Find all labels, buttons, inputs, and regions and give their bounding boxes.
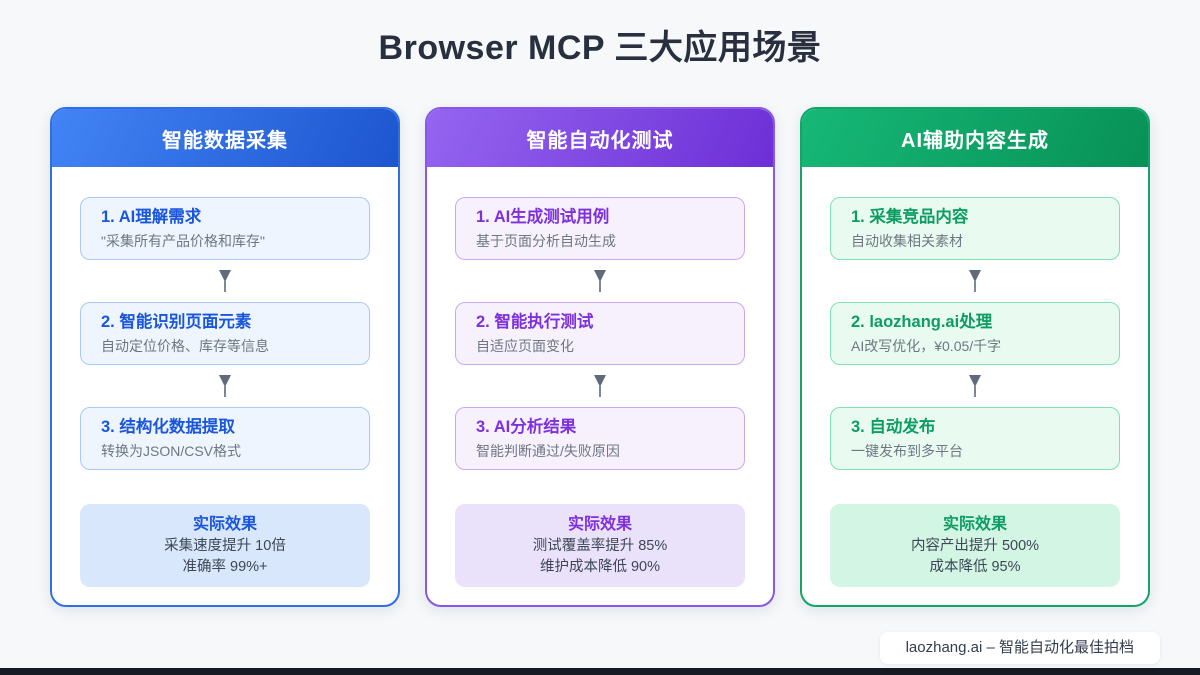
step-desc: 自动收集相关素材 (851, 233, 963, 249)
result-line: 测试覆盖率提升 85% (532, 538, 668, 554)
card-header: AI辅助内容生成 (802, 109, 1148, 167)
step-title: 1. AI生成测试用例 (476, 208, 610, 226)
step-title: 2. 智能执行测试 (476, 313, 594, 331)
card-smart-automated-testing: 智能自动化测试 1. AI生成测试用例 基于页面分析自动生成 2. 智能执行测试… (425, 107, 775, 607)
step-desc: 一键发布到多平台 (851, 443, 963, 459)
arrow-down-icon (455, 365, 745, 407)
card-header: 智能数据采集 (52, 109, 398, 167)
brand-badge-text: laozhang.ai – 智能自动化最佳拍档 (905, 639, 1134, 656)
step-desc: "采集所有产品价格和库存" (101, 233, 265, 249)
card-smart-data-collection: 智能数据采集 1. AI理解需求 "采集所有产品价格和库存" 2. 智能识别页面… (50, 107, 400, 607)
step-box: 2. laozhang.ai处理 AI改写优化，¥0.05/千字 (830, 302, 1120, 365)
step-desc: 转换为JSON/CSV格式 (101, 443, 242, 459)
result-line: 成本降低 95% (929, 559, 1021, 575)
result-label: 实际效果 (192, 516, 257, 533)
step-title: 1. 采集竞品内容 (851, 208, 969, 226)
brand-badge: laozhang.ai – 智能自动化最佳拍档 (879, 632, 1160, 664)
arrow-down-icon (80, 365, 370, 407)
step-title: 3. 自动发布 (851, 418, 936, 436)
result-box: 实际效果 采集速度提升 10倍 准确率 99%+ (80, 504, 370, 587)
arrow-down-icon (830, 365, 1120, 407)
step-box: 2. 智能识别页面元素 自动定位价格、库存等信息 (80, 302, 370, 365)
result-box: 实际效果 内容产出提升 500% 成本降低 95% (830, 504, 1120, 587)
arrow-down-icon (455, 260, 745, 302)
result-label: 实际效果 (567, 516, 632, 533)
step-title: 1. AI理解需求 (101, 208, 202, 226)
step-box: 3. AI分析结果 智能判断通过/失败原因 (455, 407, 745, 470)
step-box: 1. 采集竞品内容 自动收集相关素材 (830, 197, 1120, 260)
card-body: 1. AI生成测试用例 基于页面分析自动生成 2. 智能执行测试 自适应页面变化… (427, 167, 773, 605)
result-line: 采集速度提升 10倍 (164, 538, 286, 554)
step-desc: 自适应页面变化 (476, 338, 574, 354)
step-box: 1. AI生成测试用例 基于页面分析自动生成 (455, 197, 745, 260)
step-desc: 智能判断通过/失败原因 (476, 443, 620, 459)
step-title: 2. laozhang.ai处理 (851, 313, 993, 331)
step-box: 2. 智能执行测试 自适应页面变化 (455, 302, 745, 365)
step-box: 3. 结构化数据提取 转换为JSON/CSV格式 (80, 407, 370, 470)
step-title: 2. 智能识别页面元素 (101, 313, 252, 331)
card-body: 1. 采集竞品内容 自动收集相关素材 2. laozhang.ai处理 AI改写… (802, 167, 1148, 605)
card-body: 1. AI理解需求 "采集所有产品价格和库存" 2. 智能识别页面元素 自动定位… (52, 167, 398, 605)
result-label: 实际效果 (942, 516, 1007, 533)
scenario-columns: 智能数据采集 1. AI理解需求 "采集所有产品价格和库存" 2. 智能识别页面… (0, 107, 1200, 607)
step-box: 1. AI理解需求 "采集所有产品价格和库存" (80, 197, 370, 260)
step-title: 3. AI分析结果 (476, 418, 577, 436)
result-line: 准确率 99%+ (182, 559, 268, 575)
step-desc: 自动定位价格、库存等信息 (101, 338, 269, 354)
step-title: 3. 结构化数据提取 (101, 418, 235, 436)
arrow-down-icon (830, 260, 1120, 302)
result-line: 维护成本降低 90% (539, 559, 661, 575)
page-title: Browser MCP 三大应用场景 (378, 29, 822, 67)
step-desc: AI改写优化，¥0.05/千字 (851, 338, 1002, 354)
bottom-bar (0, 668, 1200, 675)
step-box: 3. 自动发布 一键发布到多平台 (830, 407, 1120, 470)
card-header: 智能自动化测试 (427, 109, 773, 167)
arrow-down-icon (80, 260, 370, 302)
result-line: 内容产出提升 500% (910, 538, 1040, 554)
step-desc: 基于页面分析自动生成 (476, 233, 616, 249)
card-ai-assisted-content: AI辅助内容生成 1. 采集竞品内容 自动收集相关素材 2. laozhang.… (800, 107, 1150, 607)
result-box: 实际效果 测试覆盖率提升 85% 维护成本降低 90% (455, 504, 745, 587)
